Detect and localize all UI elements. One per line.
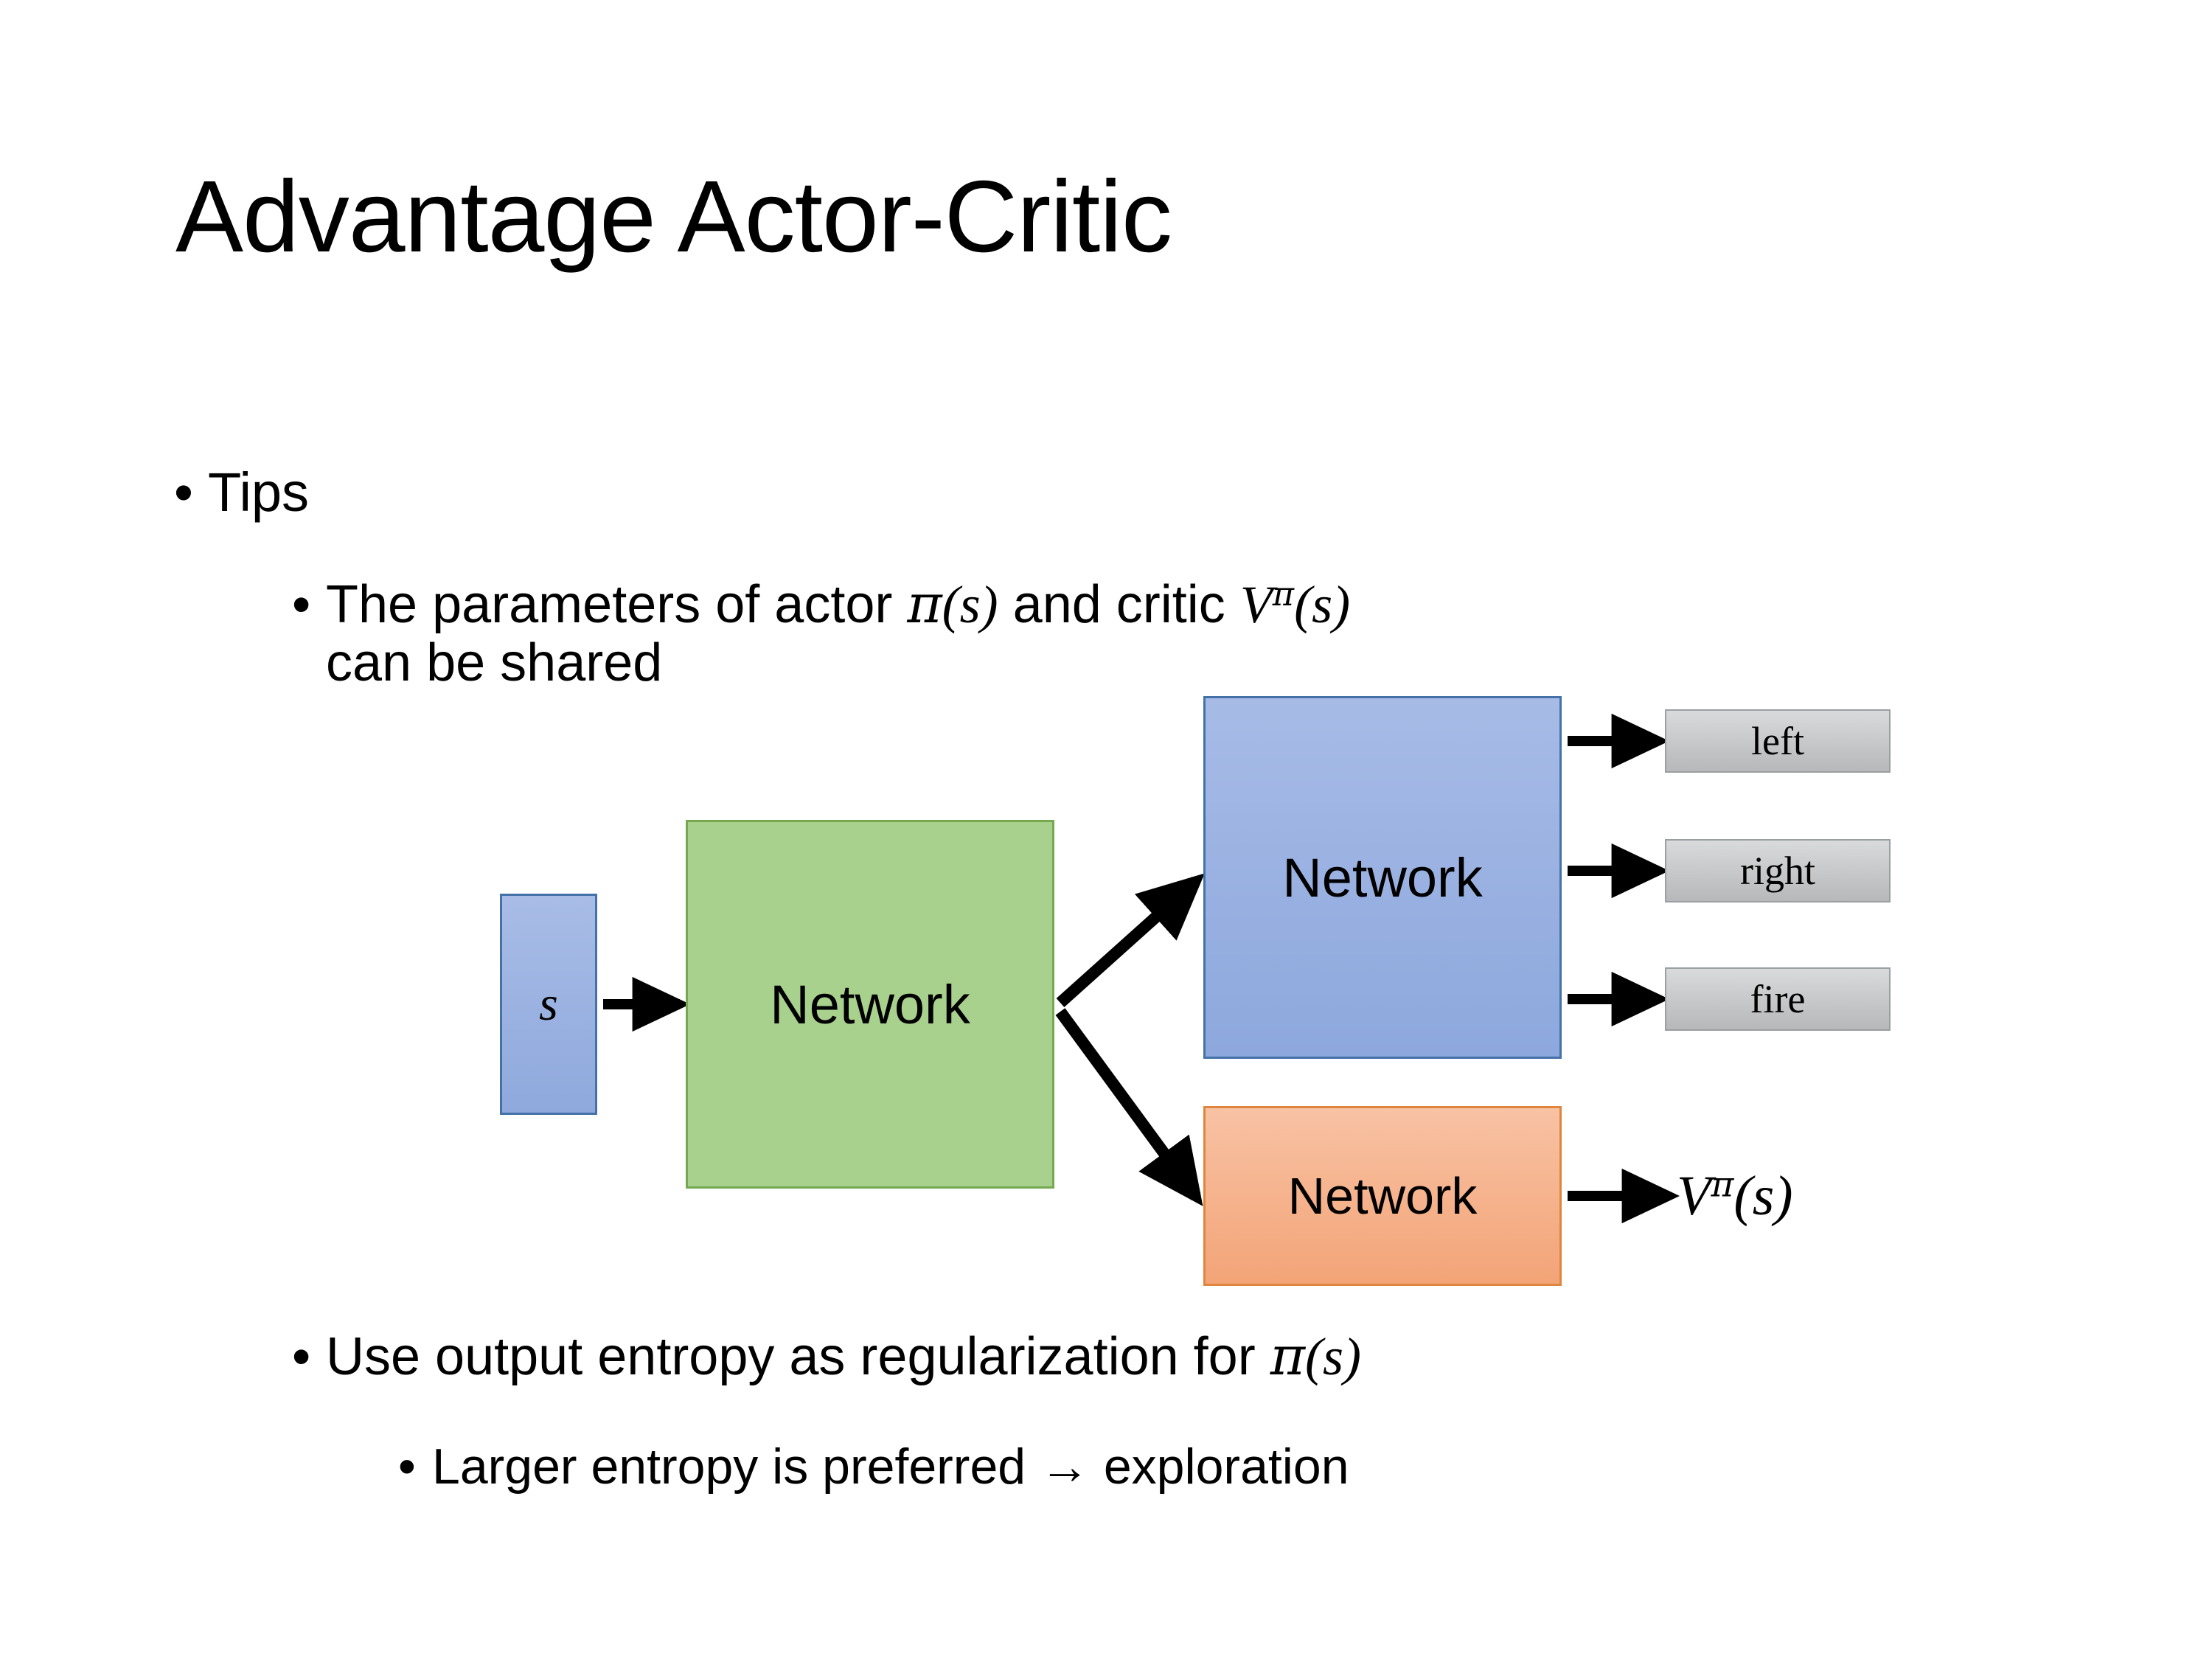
action-output-fire-label: fire xyxy=(1750,977,1806,1021)
bullet-entropy-regularization: • Use output entropy as regularization fo… xyxy=(292,1325,1362,1387)
action-output-right-label: right xyxy=(1740,849,1815,893)
bullet-shared-parameters-line2: can be shared xyxy=(326,633,663,693)
action-output-left[interactable]: left xyxy=(1665,709,1891,773)
action-output-right[interactable]: right xyxy=(1665,839,1891,902)
pi-argument: (s) xyxy=(1305,1327,1362,1386)
bullet-entropy-prefix: Use output entropy as regularization for xyxy=(326,1327,1270,1386)
arrow-shared-to-critic xyxy=(1055,1008,1203,1206)
value-function-exponent: π xyxy=(1272,574,1295,613)
value-function-exponent: π xyxy=(1711,1164,1734,1206)
bullet-dot-icon: • xyxy=(398,1439,416,1495)
bullet-shared-parameters: •The parameters of actor π(s) and critic… xyxy=(292,573,2062,693)
page-title: Advantage Actor-Critic xyxy=(175,160,1172,274)
pi-symbol: π xyxy=(1270,1325,1306,1387)
actor-network-box[interactable]: Network xyxy=(1203,696,1562,1059)
pi-symbol: π xyxy=(907,573,942,635)
value-function-argument: (s) xyxy=(1294,575,1351,634)
bullet-dot-icon: • xyxy=(174,462,193,523)
value-function-symbol: V xyxy=(1677,1165,1711,1227)
bullet-larger-entropy-label: Larger entropy is preferred → exploratio… xyxy=(432,1439,1349,1495)
arrow-shared-to-actor xyxy=(1056,873,1205,1007)
value-function-symbol: V xyxy=(1239,575,1273,634)
action-output-left-label: left xyxy=(1751,719,1804,763)
state-label: s xyxy=(539,977,558,1031)
bullet-larger-entropy: • Larger entropy is preferred → explorati… xyxy=(398,1439,1349,1495)
pi-argument: (s) xyxy=(942,575,998,634)
critic-output-label: Vπ(s) xyxy=(1677,1164,1793,1228)
bullet-tips-label: Tips xyxy=(208,462,310,523)
bullet-shared-parameters-middle: and critic xyxy=(998,575,1240,634)
value-function-argument: (s) xyxy=(1733,1165,1793,1227)
critic-network-label: Network xyxy=(1287,1167,1478,1225)
bullet-dot-icon: • xyxy=(292,575,311,634)
shared-network-box[interactable]: Network xyxy=(686,820,1054,1189)
bullet-dot-icon: • xyxy=(292,1327,311,1386)
action-output-fire[interactable]: fire xyxy=(1665,967,1891,1031)
bullet-shared-parameters-prefix: The parameters of actor xyxy=(326,575,908,634)
actor-network-label: Network xyxy=(1282,846,1483,908)
state-input-box[interactable]: s xyxy=(500,894,597,1115)
critic-network-box[interactable]: Network xyxy=(1203,1106,1562,1286)
bullet-tips: •Tips xyxy=(174,463,309,522)
shared-network-label: Network xyxy=(770,973,970,1035)
